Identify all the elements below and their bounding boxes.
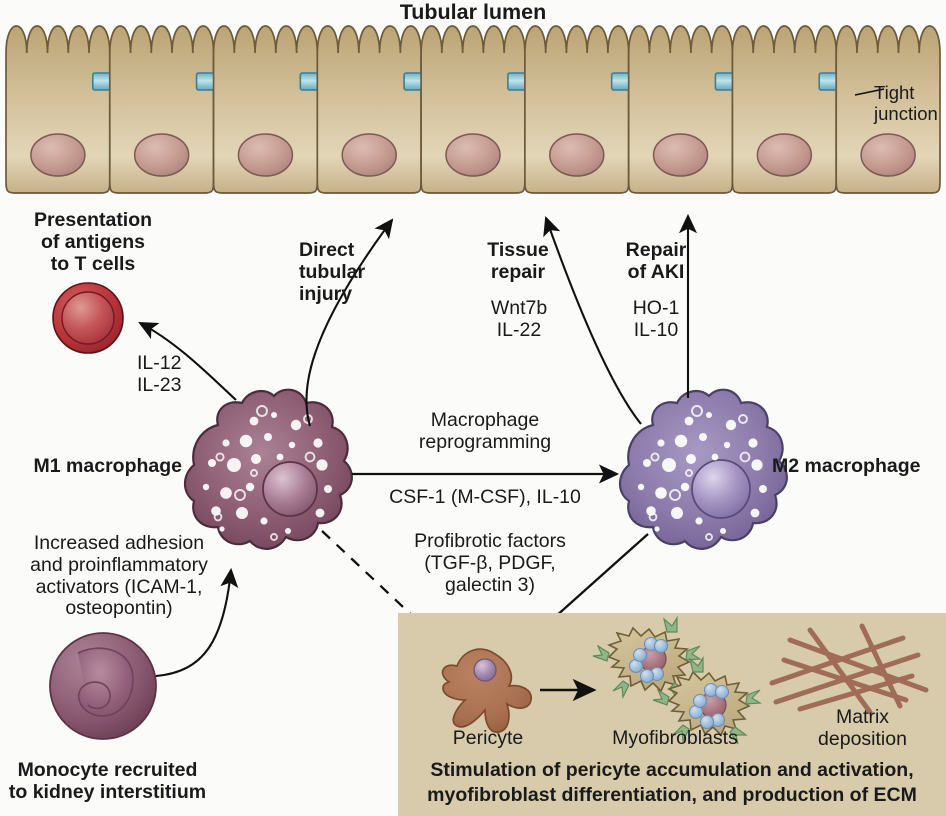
epithelial-cell-nucleus [756,133,813,177]
epithelial-cell-nucleus [341,133,397,177]
t-cell [52,282,124,354]
tissue-repair-label: Tissue repair [487,239,549,283]
pericyte-cell [441,648,532,733]
arrow-direct-tubular-injury [305,218,394,427]
arrow-monocyte-to-m1 [155,567,239,678]
m2-macrophage-label: M2 macrophage [772,455,921,477]
page-title: Tubular lumen [399,0,547,24]
tissue-repair-factors-label: Wnt7b IL-22 [490,297,548,341]
monocyte-recruited-label: Monocyte recruited to kidney interstitiu… [8,759,207,803]
arrow-tissue-repair [543,216,642,425]
macrophage-reprogramming-label: Macrophage reprogramming [418,409,552,453]
myofibroblasts-label: Myofibroblasts [612,727,738,749]
matrix-fibers [769,623,929,715]
arrow-m1-to-tcell [138,322,237,401]
fibrosis-box-caption: Stimulation of pericyte accumulation and… [427,759,917,806]
epithelial-cell-nucleus [237,133,294,177]
epithelial-cell-nucleus [133,133,190,177]
epithelial-cell-nucleus [549,133,605,177]
profibrotic-factors-label: Profibrotic factors (TGF-β, PDGF, galect… [414,530,566,596]
presentation-of-antigens-label: Presentation of antigens to T cells [33,209,153,275]
epithelial-cell-nucleus [652,133,709,177]
il12-il23-label: IL-12 IL-23 [137,352,182,396]
direct-tubular-injury-label: Direct tubular injury [299,239,366,305]
tubular-epithelium [5,25,941,194]
monocyte-cell [49,632,157,740]
reprogramming-factors-label: CSF-1 (M-CSF), IL-10 [389,486,581,508]
epithelial-cell-nucleus [445,133,501,177]
m2-macrophage-cell [618,388,788,550]
myofibroblast-cell-2 [652,655,762,745]
myofibroblast-cell-1 [592,615,702,701]
tight-junction-leader [854,88,885,96]
matrix-deposition-label: Matrix deposition [818,706,907,750]
m1-macrophage-label: M1 macrophage [33,455,182,477]
tight-junction-label: Tight junction [874,82,938,124]
epithelial-cell-nucleus [860,133,916,177]
epithelial-cell-nucleus [30,133,86,177]
repair-of-aki-factors-label: HO-1 IL-10 [632,297,680,341]
increased-adhesion-label: Increased adhesion and proinflammatory a… [30,532,208,620]
m1-macrophage-cell [183,388,353,550]
repair-of-aki-label: Repair of AKI [625,239,687,283]
pericyte-label: Pericyte [452,727,524,749]
